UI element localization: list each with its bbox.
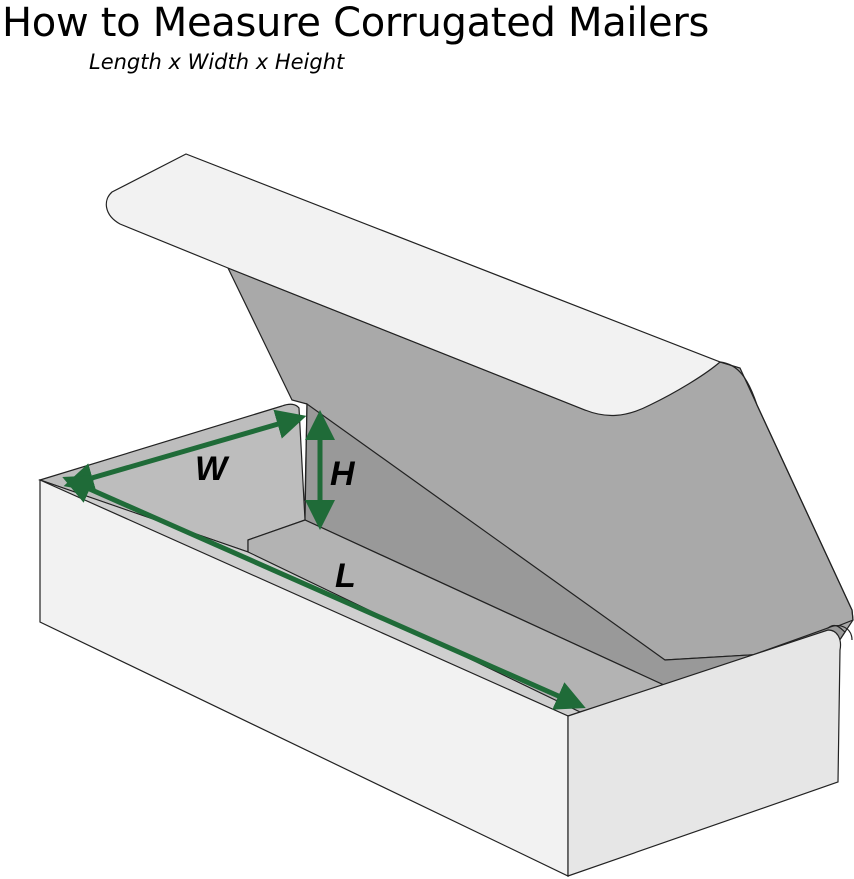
width-arrow: [63, 409, 307, 493]
box-right-wall: [567, 629, 842, 877]
lid-top-panel: [105, 153, 722, 417]
lid-front-flap: [719, 361, 854, 641]
box-right-flap: [827, 625, 853, 641]
page-subtitle: Length x Width x Height: [89, 50, 345, 74]
box-lid: [105, 153, 854, 661]
width-label: W: [195, 450, 230, 488]
length-arrow: [62, 475, 586, 710]
dimension-labels: W H L: [195, 450, 356, 595]
height-label: H: [330, 455, 356, 493]
dimension-arrows: [62, 409, 586, 710]
page-title: How to Measure Corrugated Mailers: [2, 0, 710, 46]
length-label: L: [335, 557, 356, 595]
